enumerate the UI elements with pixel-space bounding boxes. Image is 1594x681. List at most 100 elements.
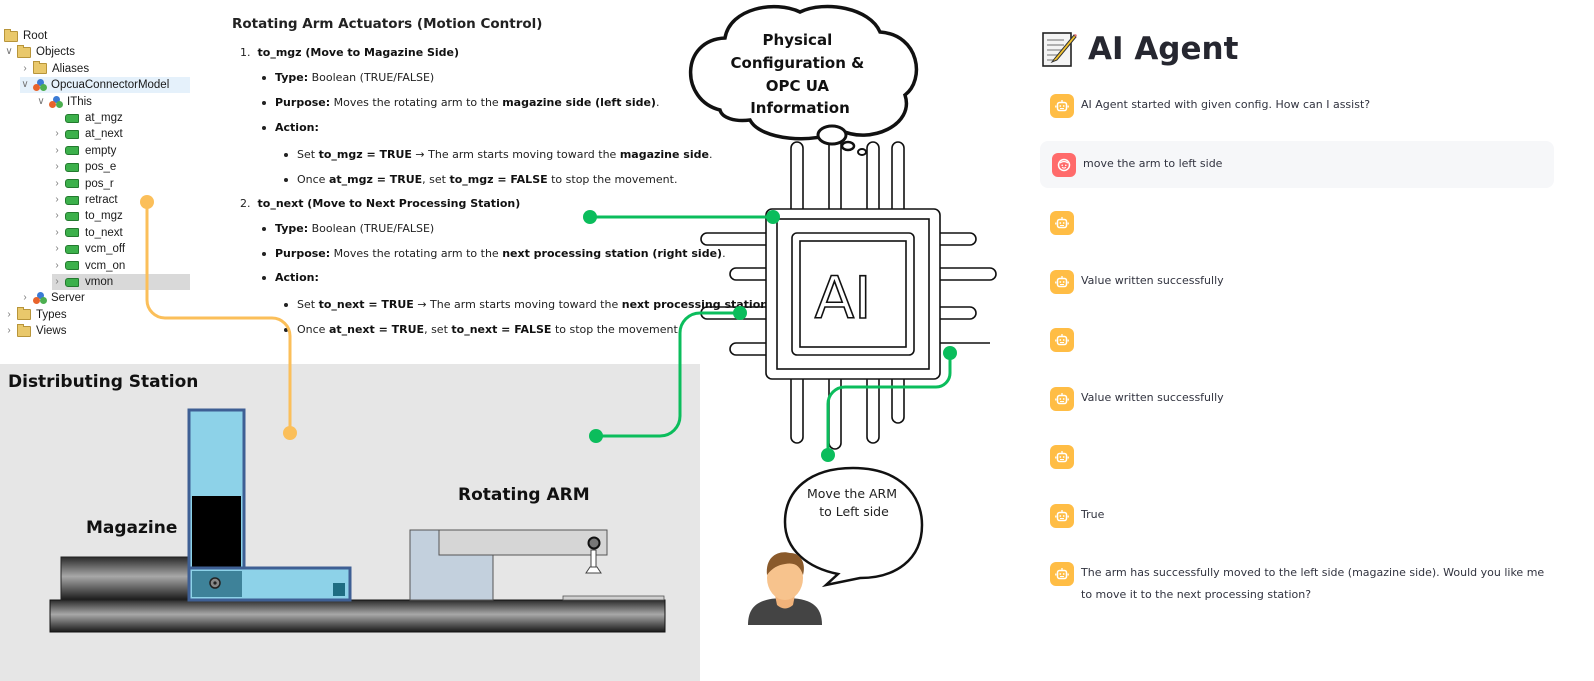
chevron-right-icon[interactable]: › bbox=[55, 194, 59, 205]
workpiece-sensor bbox=[333, 583, 345, 596]
tree-item-vcm-off[interactable]: › vcm_off bbox=[52, 241, 125, 257]
chevron-down-icon[interactable]: ∨ bbox=[37, 95, 45, 107]
ai-agent-chat-panel: AI Agent AI Agent started with given con… bbox=[1040, 0, 1594, 681]
tree-item-pos-r[interactable]: › pos_r bbox=[52, 176, 114, 192]
assistant-message: AI Agent started with given config. How … bbox=[1050, 94, 1564, 118]
tree-item-retract[interactable]: ›retract bbox=[52, 192, 117, 208]
chevron-right-icon[interactable]: › bbox=[55, 128, 59, 140]
section-2-action: Action: bbox=[262, 271, 319, 284]
tree-item-to-next[interactable]: ›to_next bbox=[52, 225, 122, 241]
thought-cloud bbox=[688, 4, 919, 156]
text: Once bbox=[297, 323, 329, 336]
message-text: Value written successfully bbox=[1081, 391, 1224, 404]
tree-item-server[interactable]: › Server bbox=[20, 290, 85, 306]
section-1-action-step-1: Set to_mgz = TRUE → The arm starts movin… bbox=[284, 148, 712, 161]
bullet bbox=[262, 126, 266, 130]
bullet bbox=[262, 252, 266, 256]
tree-item-pos-e[interactable]: ›pos_e bbox=[52, 159, 116, 175]
tree-item-label: Types bbox=[36, 308, 67, 321]
variable-node-icon bbox=[65, 261, 79, 271]
folder-icon bbox=[4, 28, 18, 42]
variable-node-icon bbox=[65, 113, 79, 123]
cloud-line-3: OPC UA bbox=[766, 77, 830, 95]
chevron-right-icon[interactable]: › bbox=[7, 325, 11, 337]
object-node-icon bbox=[49, 95, 63, 108]
tree-item-label: at_mgz bbox=[85, 112, 123, 124]
magazine-label: Magazine bbox=[86, 518, 178, 538]
section-1-action: Action: bbox=[262, 121, 319, 134]
tree-item-label: Objects bbox=[36, 46, 75, 59]
bullet bbox=[284, 178, 288, 182]
chevron-right-icon[interactable]: › bbox=[7, 308, 11, 320]
tree-item-empty[interactable]: ›empty bbox=[52, 143, 116, 159]
chevron-right-icon[interactable]: › bbox=[55, 226, 59, 238]
tree-item-opcuaconnectormodel[interactable]: ∨ OpcuaConnectorModel bbox=[20, 77, 190, 94]
bubble-line-2: to Left side bbox=[819, 504, 889, 519]
purpose-end: . bbox=[655, 96, 660, 109]
bot-avatar-icon bbox=[1050, 387, 1074, 411]
variable-node-icon bbox=[65, 129, 79, 139]
section-2-action-step-2: Once at_next = TRUE, set to_next = FALSE… bbox=[284, 323, 681, 336]
tree-item-views[interactable]: › Views bbox=[4, 323, 66, 339]
purpose-bold: magazine side (left side) bbox=[502, 96, 656, 109]
tree-item-vmon[interactable]: ›vmon bbox=[52, 274, 190, 290]
arm-joint bbox=[587, 536, 601, 550]
user-message: move the arm to left side bbox=[1040, 141, 1554, 188]
type-value: Boolean (TRUE/FALSE) bbox=[311, 222, 435, 235]
tree-item-label: IThis bbox=[67, 95, 92, 108]
tree-item-vcm-on[interactable]: › vcm_on bbox=[52, 258, 125, 274]
tree-item-objects[interactable]: ∨ Objects bbox=[4, 44, 75, 60]
code: to_next = TRUE bbox=[318, 298, 414, 311]
text: Once bbox=[297, 173, 329, 186]
tree-item-label: vcm_off bbox=[85, 243, 126, 256]
message-text: The arm has successfully moved to the le… bbox=[1081, 566, 1545, 601]
tree-item-root[interactable]: Root bbox=[4, 28, 47, 44]
bot-avatar-icon bbox=[1050, 211, 1074, 235]
chevron-right-icon[interactable]: › bbox=[55, 243, 59, 255]
ai-chip-icon bbox=[700, 133, 997, 450]
object-node-icon bbox=[33, 79, 47, 92]
chevron-right-icon[interactable]: › bbox=[55, 210, 59, 222]
chevron-right-icon[interactable]: › bbox=[23, 62, 27, 74]
chevron-right-icon[interactable]: › bbox=[55, 276, 59, 287]
tree-item-label: OpcuaConnectorModel bbox=[51, 79, 170, 92]
bot-avatar-icon bbox=[1050, 94, 1074, 118]
tree-item-types[interactable]: › Types bbox=[4, 307, 67, 323]
action-label: Action: bbox=[275, 121, 319, 134]
cloud-line-1: Physical bbox=[763, 31, 833, 49]
user-avatar-icon bbox=[1052, 153, 1076, 177]
type-label: Type: bbox=[275, 222, 309, 235]
chevron-right-icon[interactable]: › bbox=[55, 161, 59, 173]
purpose-text: Moves the rotating arm to the bbox=[333, 96, 503, 109]
chevron-down-icon[interactable]: ∨ bbox=[5, 46, 13, 58]
section-number: 2. bbox=[240, 197, 251, 210]
assistant-message: Value written successfully bbox=[1050, 270, 1564, 294]
connector-dot bbox=[766, 210, 780, 224]
tree-item-to-mgz[interactable]: ›to_mgz bbox=[52, 208, 122, 224]
chevron-right-icon[interactable]: › bbox=[55, 177, 59, 189]
chevron-right-icon[interactable]: › bbox=[55, 259, 59, 271]
cloud-line-4: Information bbox=[750, 99, 850, 117]
tree-item-ithis[interactable]: ∨ IThis bbox=[36, 94, 92, 110]
bullet bbox=[262, 101, 266, 105]
object-node-icon bbox=[33, 292, 47, 305]
chevron-right-icon[interactable]: › bbox=[55, 144, 59, 156]
tree-item-aliases[interactable]: › Aliases bbox=[20, 61, 89, 77]
code: at_next = TRUE bbox=[328, 323, 425, 336]
tree-item-label: Aliases bbox=[52, 62, 90, 75]
chevron-down-icon[interactable]: ∨ bbox=[21, 79, 29, 91]
tree-item-at-mgz[interactable]: at_mgz bbox=[52, 110, 123, 126]
tree-item-label: pos_r bbox=[85, 177, 114, 190]
tree-item-at-next[interactable]: ›at_next bbox=[52, 126, 122, 142]
distributing-station-panel: Distributing Station Magazine Rotating A… bbox=[0, 364, 700, 681]
chevron-right-icon[interactable]: › bbox=[23, 292, 27, 304]
bullet bbox=[284, 328, 288, 332]
suction-rod bbox=[590, 549, 597, 569]
tree-item-label: vcm_on bbox=[85, 259, 126, 272]
section-1-action-step-2: Once at_mgz = TRUE, set to_mgz = FALSE t… bbox=[284, 173, 677, 186]
tree-item-label: Server bbox=[51, 292, 85, 305]
workpiece-stack bbox=[192, 496, 241, 567]
bold: magazine side bbox=[619, 148, 709, 161]
speech-bubble-text: Move the ARM to Left side bbox=[807, 486, 901, 519]
tree-item-label: Views bbox=[36, 325, 67, 338]
